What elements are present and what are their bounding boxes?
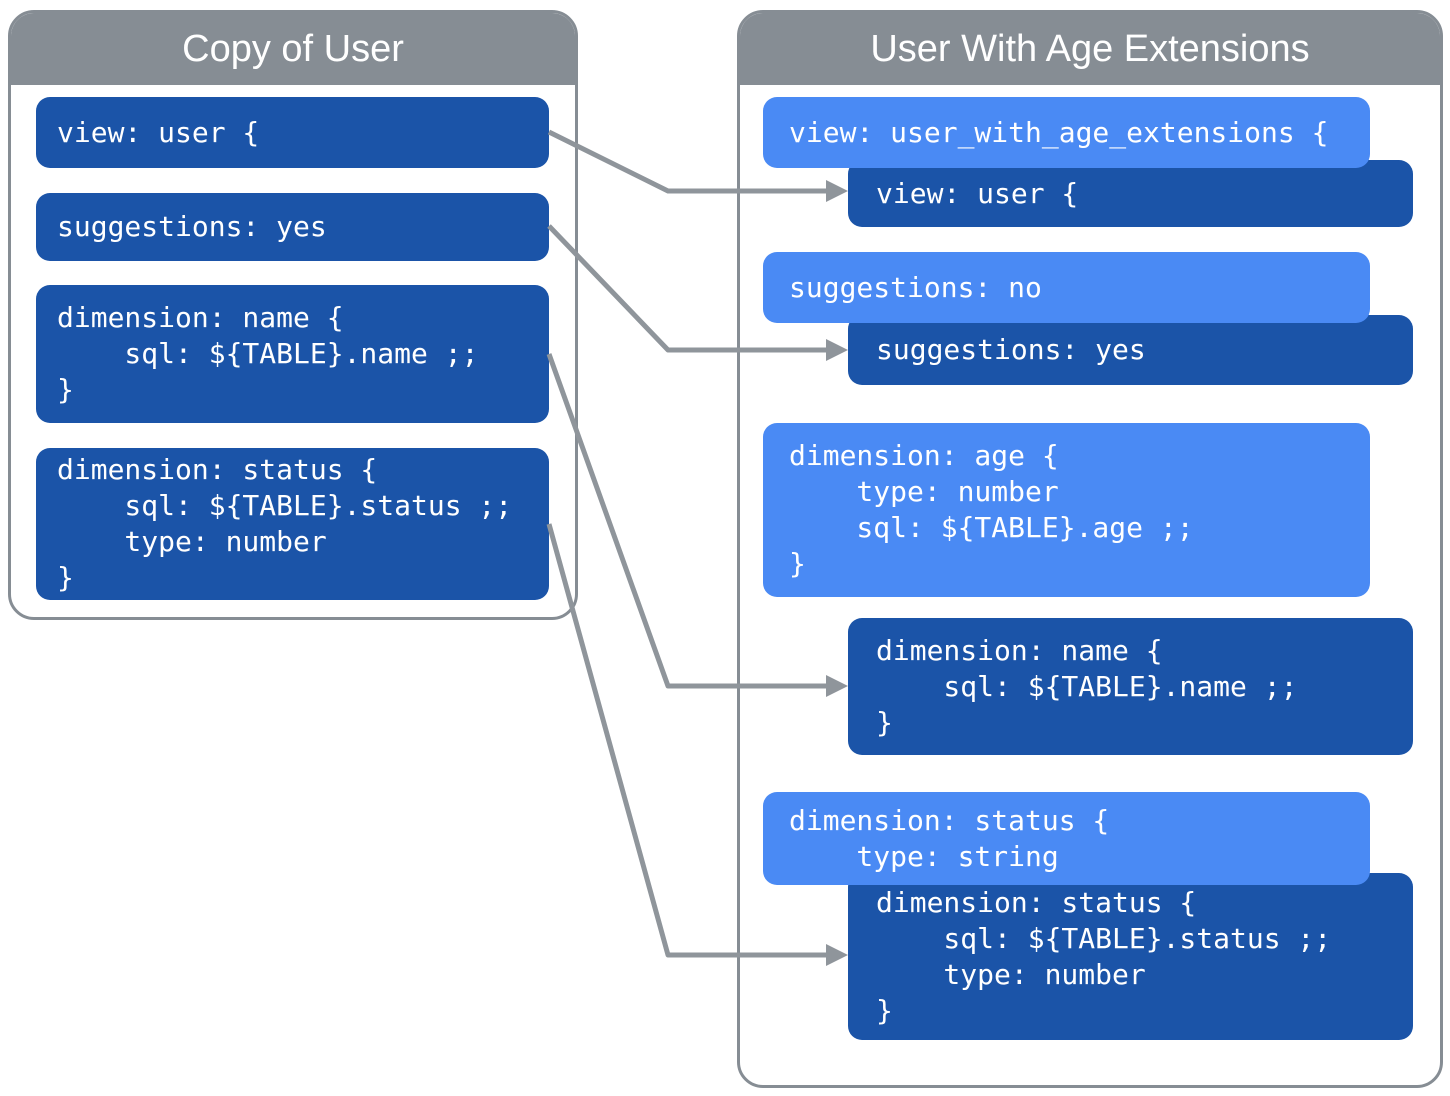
code-line: } [57, 373, 74, 406]
code-box-ext-dimension-age: dimension: age { type: number sql: ${TAB… [763, 423, 1370, 597]
code-box-inherited-suggestions-yes: suggestions: yes [848, 315, 1413, 385]
code-box-suggestions-yes: suggestions: yes [36, 193, 549, 261]
code-line: sql: ${TABLE}.age ;; [789, 511, 1194, 544]
code-box-view-user: view: user { [36, 97, 549, 168]
code-line: dimension: name { [876, 633, 1163, 667]
code-line: dimension: status { [876, 885, 1197, 919]
panel-title: Copy of User [182, 27, 404, 70]
code-line: } [57, 561, 74, 594]
code-line: type: number [876, 957, 1146, 991]
code-box-inherited-view-user: view: user { [848, 160, 1413, 227]
code-line: dimension: name { [57, 301, 344, 334]
code-box-dimension-name: dimension: name { sql: ${TABLE}.name ;; … [36, 285, 549, 423]
code-line: dimension: status { [57, 453, 378, 486]
code-box-inherited-dimension-name: dimension: name { sql: ${TABLE}.name ;; … [848, 618, 1413, 755]
code-box-inherited-dimension-status: dimension: status { sql: ${TABLE}.status… [848, 873, 1413, 1040]
code-line: } [876, 705, 893, 739]
code-line: sql: ${TABLE}.status ;; [876, 921, 1332, 955]
panel-header-user-with-age-extensions: User With Age Extensions [740, 13, 1440, 85]
code-line: } [789, 547, 806, 580]
code-line: suggestions: no [789, 270, 1042, 304]
code-line: view: user { [876, 176, 1079, 210]
code-line: sql: ${TABLE}.status ;; [57, 489, 513, 522]
code-line: dimension: status { [789, 803, 1110, 837]
code-line: type: number [57, 525, 327, 558]
code-box-ext-suggestions-no: suggestions: no [763, 252, 1370, 323]
code-box-ext-view-user-with-age-extensions: view: user_with_age_extensions { [763, 97, 1370, 168]
code-box-ext-dimension-status: dimension: status { type: string [763, 792, 1370, 885]
panel-header-copy-of-user: Copy of User [11, 13, 575, 85]
code-box-dimension-status: dimension: status { sql: ${TABLE}.status… [36, 448, 549, 600]
code-line: suggestions: yes [876, 333, 1146, 366]
code-line: } [876, 993, 893, 1027]
code-line: suggestions: yes [57, 210, 327, 243]
code-line: sql: ${TABLE}.name ;; [57, 337, 479, 370]
code-line: dimension: age { [789, 439, 1059, 472]
code-line: type: string [789, 839, 1059, 873]
panel-title: User With Age Extensions [870, 27, 1310, 70]
code-line: sql: ${TABLE}.name ;; [876, 669, 1298, 703]
code-line: view: user { [57, 115, 260, 149]
code-line: type: number [789, 475, 1059, 508]
code-line: view: user_with_age_extensions { [789, 115, 1329, 149]
